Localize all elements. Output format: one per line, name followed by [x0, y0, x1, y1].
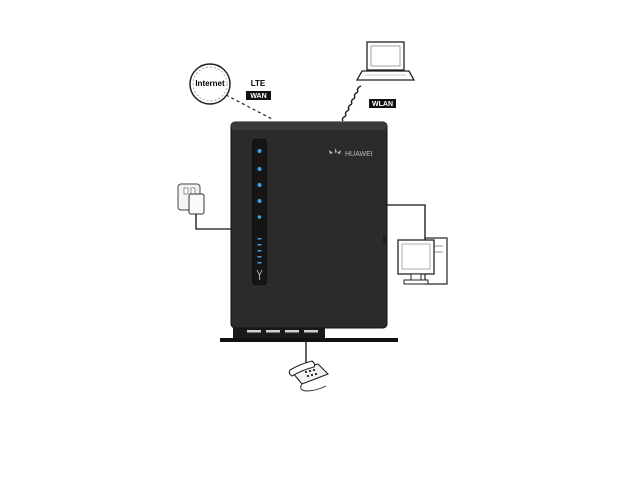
antenna-icon [256, 269, 263, 280]
router: HUAWEI [230, 121, 388, 329]
wan-badge [246, 91, 271, 100]
laptop-icon [355, 41, 416, 81]
side-port [383, 235, 387, 243]
tel-led-icon [257, 215, 262, 219]
brand-logo: HUAWEI [329, 148, 373, 158]
wlan-wireless-waves-icon [341, 85, 362, 122]
internet-label: Internet [195, 79, 225, 88]
telephone-icon [288, 360, 329, 392]
lan-cable [387, 204, 426, 242]
wlan-badge [369, 99, 396, 108]
wan-dashed-link [225, 94, 273, 120]
wan-label: WAN [250, 93, 266, 100]
power-led-icon [257, 149, 262, 153]
internet-globe-icon: Internet [189, 63, 231, 105]
wlan-label: WLAN [372, 101, 393, 108]
power-cable [195, 214, 233, 230]
router-stand [220, 328, 398, 342]
lte-led-icon [257, 167, 262, 171]
signal-strength-led-icon [257, 238, 262, 264]
wlan-led-icon [257, 199, 262, 203]
power-adapter-icon [177, 183, 205, 215]
wan-led-icon [257, 183, 262, 187]
brand-label: HUAWEI [345, 151, 373, 158]
desktop-computer-icon [397, 237, 448, 285]
led-panel [250, 137, 269, 287]
lte-label: LTE [251, 79, 266, 88]
